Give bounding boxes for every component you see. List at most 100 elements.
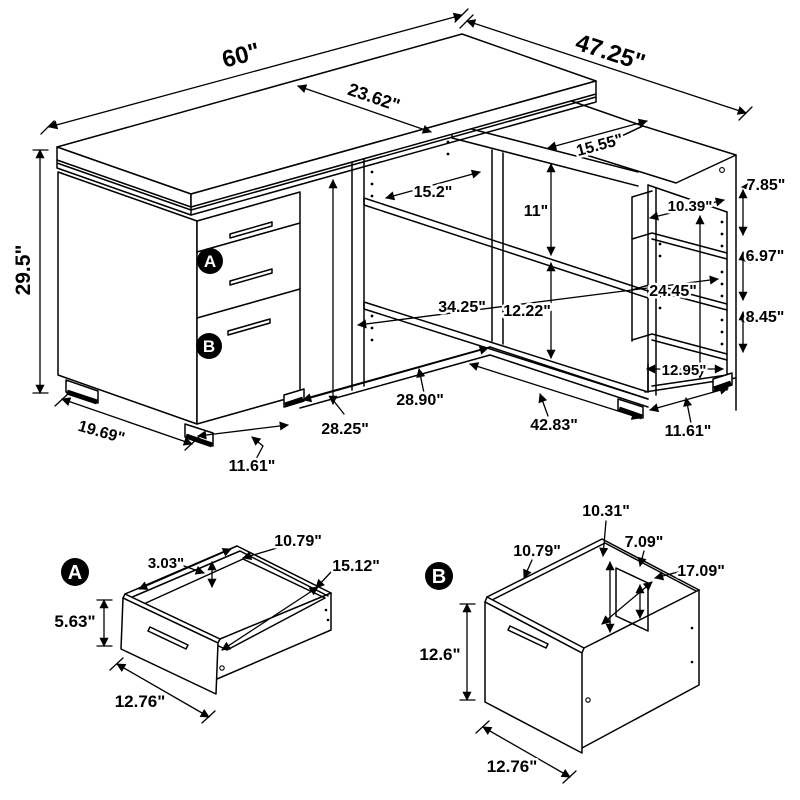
leader-b709 (637, 550, 647, 567)
dim-ticks-1969 (54, 392, 200, 451)
kneehole-structure (299, 140, 649, 409)
label-b-front-width: 12.76" (487, 757, 538, 776)
leader-785 (741, 181, 759, 192)
drawer-b-pin-hole-2 (690, 660, 694, 664)
drawer-a-handle (147, 626, 189, 650)
dim-line-60 (48, 12, 463, 130)
dim-line-b1709-inner (601, 581, 653, 625)
leader-1161-left (251, 436, 264, 462)
drawer-b-dimension-labels: 12.6" 12.76" 10.31" 10.79" 7.09" 17.09" (417, 501, 727, 779)
drawer-a-dimension-labels: 5.63" 12.76" 3.03" 10.79" 15.12" (52, 531, 382, 714)
label-shelf-depth: 15.2" (414, 184, 453, 201)
dim-line-a1512 (221, 586, 319, 651)
main-desk-view: A B 60" 47.25" 23.62" 15.55" 29.5" 15.2"… (10, 8, 788, 478)
divider-panel (351, 157, 365, 391)
drawer-a-back-wall-top (236, 545, 332, 594)
label-cubby1-height: 7.85" (747, 177, 786, 194)
drawer-b-badge-letter: B (432, 566, 446, 588)
leader-b1709 (654, 571, 679, 581)
drawer-separators (196, 222, 301, 319)
drawer-handle-2 (229, 268, 273, 286)
main-dimension-lines (32, 8, 759, 462)
label-shelf-gap-upper: 11" (524, 203, 549, 220)
drawer-handle-1 (229, 221, 273, 239)
base-rail-left (299, 346, 491, 409)
leader-b1079 (523, 559, 533, 579)
label-unit-base: 11.61" (665, 423, 712, 440)
drawer-b-cam-lock (585, 697, 591, 703)
dim-line-4283 (469, 362, 641, 420)
label-cubby2-height: 6.97" (746, 248, 785, 265)
label-a-front-width: 12.76" (115, 692, 166, 711)
shelf-unit (582, 125, 737, 420)
cam-lock-detail (719, 167, 725, 173)
drawer-b-inner-walls (491, 542, 697, 601)
label-right-length: 47.25" (572, 29, 648, 77)
badge-b-marker (196, 333, 222, 359)
dim-ticks-4725 (459, 14, 753, 121)
label-a-inner-depth: 15.12" (332, 558, 380, 575)
unit-shelf-3 (631, 333, 728, 361)
leader-697 (741, 254, 758, 264)
drawer-a-pin-hole-2 (326, 618, 330, 622)
label-cubby-depth: 10.39" (668, 198, 713, 215)
drawer-a-front-panel (120, 597, 219, 695)
unit-interior-back (631, 190, 653, 342)
dim-line-1969 (61, 397, 193, 446)
label-b-front-height: 12.6" (419, 645, 460, 664)
drawer-b-left-wall-top (486, 538, 603, 598)
label-overall-height: 29.5" (12, 245, 35, 296)
leader-2890 (416, 368, 426, 394)
leader-2825 (332, 399, 345, 415)
drawer-b-dimension-lines (459, 520, 679, 784)
desktop (56, 33, 597, 216)
drawer-a-badge (61, 558, 89, 586)
leader-a1512 (315, 570, 333, 589)
dim-line-4725 (466, 19, 747, 115)
dim-line-2890 (302, 345, 489, 403)
drawer-b-back-wall-top (601, 538, 700, 591)
dim-line-3425 (357, 275, 719, 329)
dim-caps-b126 (459, 603, 476, 701)
drawer-a-cam-lock (219, 665, 225, 671)
dim-line-2362 (297, 84, 432, 134)
drawer-b-pin-hole-1 (690, 626, 694, 630)
dim-line-1161-right (649, 385, 729, 413)
label-bottom-shelf-length: 34.25" (438, 299, 486, 316)
pedestal-foot-right-base (284, 396, 304, 408)
label-right-base-length: 42.83" (530, 417, 578, 434)
dim-caps-295 (32, 149, 49, 394)
pedestal (57, 171, 305, 448)
drawer-a-pin-hole-1 (324, 608, 328, 612)
drawer-b-right-wall-top (583, 589, 700, 649)
leader-b1031 (599, 520, 609, 557)
dim-line-1161-left (197, 421, 289, 440)
dim-line-1555 (547, 118, 648, 151)
drawer-handle-3 (227, 318, 271, 336)
label-a-lip-height: 3.03" (148, 555, 184, 572)
drawer-a-right-face (216, 592, 332, 680)
drawer-b-front-panel (484, 601, 583, 754)
middle-shelf (363, 197, 649, 299)
leader-a1079 (242, 547, 278, 561)
leader-1161-right (683, 397, 693, 424)
label-pedestal-base: 11.61" (229, 458, 276, 475)
label-b-divider-height: 7.09" (625, 534, 664, 551)
badge-a-marker (197, 248, 223, 274)
drawer-a-badge-letter: A (68, 562, 82, 584)
drawer-b-handle (507, 625, 549, 649)
unit-shelf-1 (631, 232, 728, 260)
badge-b-letter: B (203, 337, 215, 356)
label-unit-inner-height: 24.45" (649, 283, 697, 300)
label-top-length: 60" (219, 38, 263, 74)
dim-line-b1276 (482, 726, 571, 778)
label-shelf-gap-lower: 12.22" (503, 303, 551, 320)
label-b-inner-depth: 10.31" (582, 503, 630, 520)
dim-caps-a563 (96, 599, 113, 647)
leader-4283 (538, 393, 549, 417)
label-a-inner-width: 10.79" (274, 533, 322, 550)
dim-ticks-b1276 (475, 720, 577, 784)
desktop-apron-left (56, 159, 192, 216)
